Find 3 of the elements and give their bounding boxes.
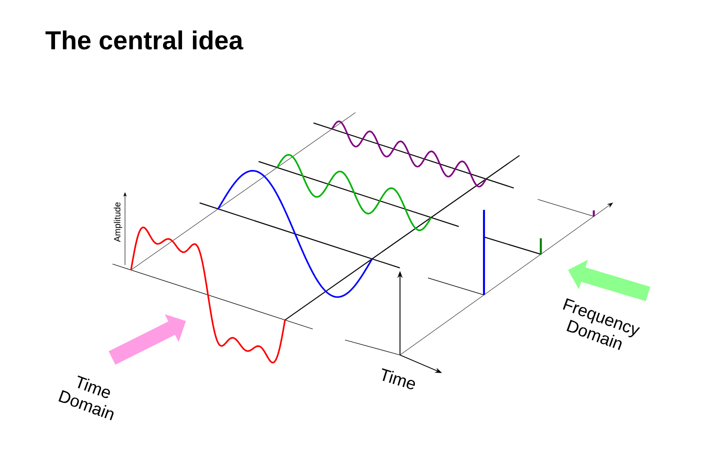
axis-label: Amplitude <box>114 202 122 242</box>
axis-label: Time <box>382 368 415 390</box>
title: The central idea <box>46 30 244 50</box>
